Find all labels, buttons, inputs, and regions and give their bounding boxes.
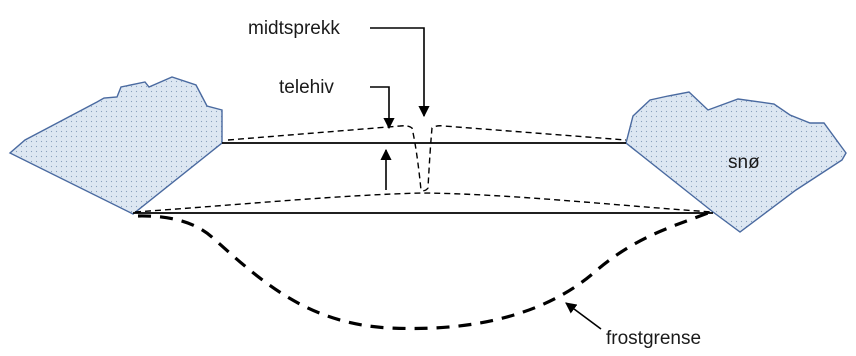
left-snow-bank bbox=[8, 76, 223, 215]
right-snow-bank bbox=[625, 91, 847, 233]
telehiv-label: telehiv bbox=[279, 77, 334, 98]
heaved-base-line bbox=[134, 192, 713, 213]
midtsprekk-leader-arrow bbox=[370, 27, 430, 118]
heaved-surface-line bbox=[227, 125, 627, 192]
snow-label: snø bbox=[728, 152, 760, 173]
frostgrense-label: frostgrense bbox=[606, 328, 702, 349]
frostgrense-leader-arrow bbox=[565, 302, 602, 330]
telehiv-leader-arrow bbox=[370, 86, 395, 130]
frost-boundary-line bbox=[137, 211, 709, 331]
midtsprekk-label: midtsprekk bbox=[248, 18, 340, 39]
